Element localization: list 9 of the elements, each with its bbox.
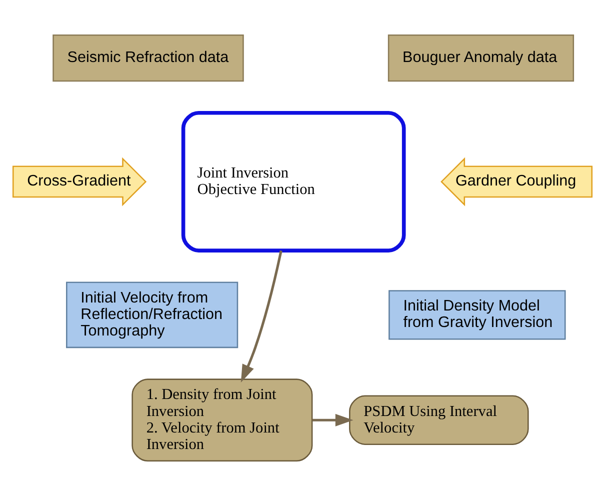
node-box: Initial Density Model from Gravity Inversion xyxy=(388,290,566,340)
arrow xyxy=(312,414,354,426)
node-box: Seismic Refraction data xyxy=(52,34,244,82)
node-box: Bouguer Anomaly data xyxy=(388,34,574,82)
node-box: 1. Density from Joint Inversion 2. Velocity from Joint Inversion xyxy=(132,378,313,462)
arrow xyxy=(240,250,282,383)
node-box: Initial Velocity from Reflection/Refraction Tomography xyxy=(66,282,238,348)
node-box: PSDM Using Interval Velocity xyxy=(349,395,529,445)
node-box: Joint Inversion Objective Function xyxy=(181,110,406,252)
